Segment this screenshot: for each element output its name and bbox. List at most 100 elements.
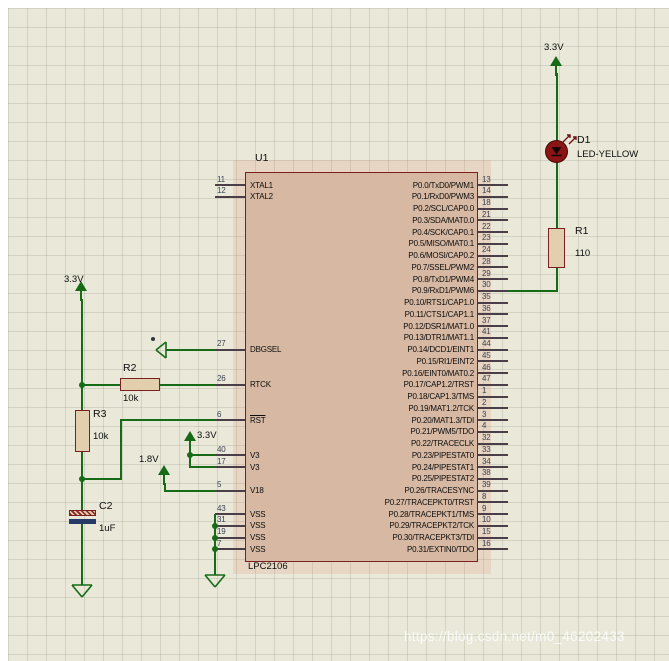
chip-u1-body[interactable] [245, 172, 478, 562]
wire-rst-to-node[interactable] [82, 478, 122, 480]
chip-pin-stub[interactable] [215, 489, 245, 492]
chip-pin-stub[interactable] [478, 407, 508, 410]
chip-pin-stub[interactable] [215, 548, 245, 551]
chip-pin-number: 43 [217, 503, 226, 513]
wire-c2-to-ground[interactable] [81, 523, 83, 585]
chip-pin-stub[interactable] [478, 454, 508, 457]
wire-r1-down[interactable] [556, 267, 558, 292]
chip-pin-stub[interactable] [478, 278, 508, 280]
power-arrow-icon-1v8[interactable] [156, 464, 172, 485]
wire-v18-join[interactable] [164, 483, 166, 491]
chip-pin-stub[interactable] [478, 348, 508, 351]
power-arrow-icon-3v3-left[interactable] [73, 280, 89, 301]
chip-pin-stub[interactable] [215, 513, 245, 515]
ground-symbol[interactable] [203, 573, 227, 589]
chip-pin-name: P0.4/SCK/CAP0.1 [412, 227, 474, 237]
chip-pin-number: 18 [482, 198, 491, 207]
component-value-label: LED-YELLOW [577, 149, 639, 160]
ground-symbol[interactable] [70, 583, 94, 599]
chip-pin-number: 21 [482, 209, 491, 219]
wire-led-to-r1[interactable] [556, 162, 558, 229]
wire-r2-to-rtck[interactable] [160, 383, 216, 386]
chip-pin-stub[interactable] [478, 242, 508, 245]
wire-v3-top[interactable] [189, 454, 216, 457]
wire-to-pin30[interactable] [508, 289, 558, 292]
chip-pin-stub[interactable] [478, 184, 508, 186]
chip-pin-stub[interactable] [215, 348, 245, 351]
chip-pin-stub[interactable] [478, 383, 508, 386]
wire-r2-left[interactable] [82, 383, 121, 386]
chip-pin-stub[interactable] [478, 301, 508, 304]
chip-pin-stub[interactable] [478, 524, 508, 527]
chip-pin-stub[interactable] [215, 383, 245, 386]
chip-pin-stub[interactable] [215, 184, 245, 186]
chip-pin-stub[interactable] [478, 336, 508, 339]
wire-v3-join[interactable] [189, 449, 191, 468]
chip-pin-stub[interactable] [478, 289, 508, 292]
junction-dot [79, 476, 85, 482]
chip-pin-stub[interactable] [478, 231, 508, 233]
capacitor-c2-top-plate[interactable] [69, 510, 96, 516]
chip-pin-name: P0.26/TRACESYNC [404, 486, 475, 495]
chip-pin-stub[interactable] [478, 430, 508, 433]
chip-pin-stub[interactable] [215, 536, 245, 539]
chip-pin-stub[interactable] [478, 466, 508, 468]
chip-pin-stub[interactable] [478, 219, 508, 222]
chip-pin-name: P0.7/SSEL/PWM2 [411, 262, 474, 272]
chip-pin-name: P0.11/CTS1/CAP1.1 [404, 309, 475, 319]
chip-pin-stub[interactable] [478, 195, 508, 198]
resistor-r2[interactable] [120, 378, 160, 391]
wire-vcc-left-rail[interactable] [81, 299, 83, 411]
chip-pin-stub[interactable] [478, 477, 508, 480]
resistor-r1[interactable] [548, 228, 565, 268]
chip-pin-number: 11 [217, 174, 225, 184]
component-ref-label: R3 [93, 408, 107, 420]
chip-pin-stub[interactable] [478, 360, 508, 363]
chip-pin-stub[interactable] [478, 266, 508, 269]
chip-pin-stub[interactable] [478, 501, 508, 504]
power-arrow-icon-3v3-top[interactable] [548, 55, 564, 76]
wire-v18[interactable] [164, 489, 216, 492]
wire-rst-horizontal[interactable] [120, 419, 216, 421]
power-label: 3.3V [544, 42, 564, 53]
chip-pin-number: 39 [482, 480, 491, 489]
chip-pin-name: P0.10/RTS1/CAP1.0 [404, 298, 474, 307]
chip-pin-stub[interactable] [215, 466, 245, 468]
chip-pin-stub[interactable] [478, 548, 508, 551]
chip-pin-stub[interactable] [215, 419, 245, 421]
chip-pin-stub[interactable] [478, 254, 508, 257]
capacitor-c2-bottom-plate[interactable] [69, 519, 96, 524]
chip-pin-number: 31 [217, 515, 226, 525]
wire-vcc-to-led[interactable] [556, 73, 558, 141]
chip-pin-stub[interactable] [478, 395, 508, 398]
chip-pin-number: 15 [482, 527, 491, 536]
chip-pin-number: 37 [482, 315, 491, 325]
wire-dbgsel[interactable] [166, 348, 216, 351]
chip-pin-stub[interactable] [215, 195, 245, 198]
chip-pin-stub[interactable] [215, 454, 245, 457]
wire-vss-rail[interactable] [214, 514, 216, 575]
chip-pin-stub[interactable] [478, 207, 508, 210]
resistor-r3[interactable] [75, 410, 90, 452]
chip-pin-number: 23 [482, 233, 491, 243]
chip-pin-stub[interactable] [478, 513, 508, 515]
chip-pin-name: V18 [250, 486, 264, 495]
chip-pin-stub[interactable] [215, 524, 245, 527]
chip-pin-stub[interactable] [478, 313, 508, 316]
chip-pin-number: 7 [217, 538, 222, 548]
chip-pin-stub[interactable] [478, 489, 508, 492]
wire-rst-vertical[interactable] [120, 419, 122, 480]
chip-pin-stub[interactable] [478, 536, 508, 539]
chip-pin-stub[interactable] [478, 325, 508, 327]
chip-pin-stub[interactable] [478, 442, 508, 445]
chip-pin-name: P0.27/TRACEPKT0/TRST [384, 497, 475, 507]
chip-pin-stub[interactable] [478, 372, 508, 374]
chip-pin-name: P0.28/TRACEPKT1/TMS [388, 509, 474, 519]
chip-pin-stub[interactable] [478, 419, 508, 421]
chip-pin-number: 8 [482, 491, 487, 501]
power-arrow-icon-3v3-v3[interactable] [182, 430, 198, 451]
wire-v3-bottom[interactable] [189, 466, 216, 468]
ground-symbol-rotated[interactable] [150, 340, 168, 360]
junction-dot [212, 534, 218, 541]
